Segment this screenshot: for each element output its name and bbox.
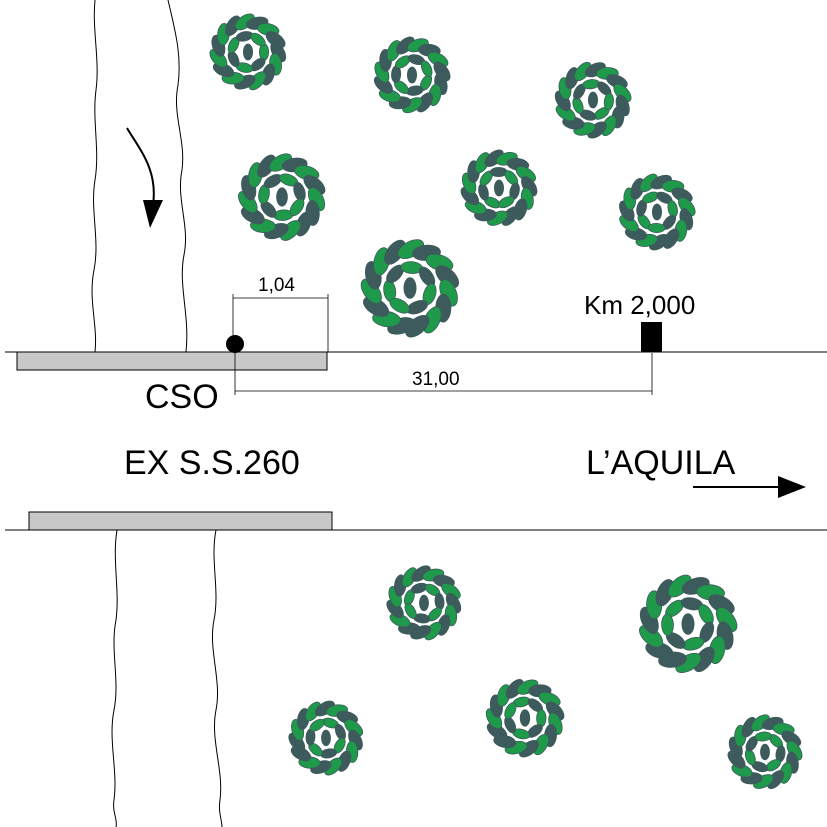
- km-marker-post: [641, 322, 662, 352]
- bridge-parapet-upper: [16, 351, 328, 371]
- trees: [209, 13, 803, 790]
- tree-icon: [460, 149, 538, 226]
- stream-upper-left-bank: [91, 0, 98, 353]
- tree-icon: [386, 565, 462, 641]
- flow-arrow-icon: [126, 127, 163, 228]
- bridge-parapet-lower: [28, 511, 333, 531]
- dimension-long-lines: [234, 353, 653, 395]
- km-marker-label: Km 2,000: [584, 290, 695, 320]
- tree-icon: [373, 36, 451, 114]
- road-name-label: EX S.S.260: [124, 444, 300, 482]
- tree-icon: [209, 13, 287, 91]
- tree-icon: [727, 714, 803, 790]
- stream-lower-left-bank: [111, 529, 118, 827]
- tree-icon: [485, 679, 565, 758]
- dimension-short-lines: [232, 294, 329, 352]
- direction-label: L’AQUILA: [586, 444, 736, 482]
- dimension-long-label: 31,00: [412, 369, 460, 390]
- stream-upper: [91, 0, 188, 353]
- tree-icon: [619, 173, 696, 251]
- tree-icon: [288, 700, 364, 776]
- stream-lower: [111, 529, 223, 827]
- tree-icon: [639, 574, 738, 673]
- cso-point-marker: [226, 335, 244, 353]
- stream-upper-right-bank: [167, 0, 188, 353]
- direction-arrow-icon: [693, 476, 806, 498]
- tree-icon: [238, 153, 326, 241]
- dimension-short-label: 1,04: [258, 275, 295, 296]
- tree-icon: [554, 61, 632, 139]
- stream-lower-right-bank: [211, 529, 223, 827]
- cso-label: CSO: [145, 378, 219, 416]
- tree-icon: [360, 239, 460, 338]
